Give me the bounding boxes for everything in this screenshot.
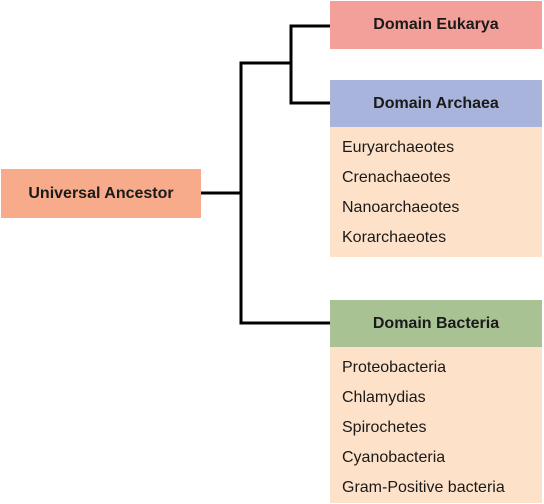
- list-item: Korarchaeotes: [342, 229, 447, 246]
- archaea-member-list: Euryarchaeotes Crenachaeotes Nanoarchaeo…: [330, 127, 542, 257]
- domain-archaea-header: Domain Archaea: [330, 80, 542, 127]
- domain-eukarya-header: Domain Eukarya: [330, 1, 542, 49]
- list-item: Nanoarchaeotes: [342, 199, 460, 216]
- list-item: Crenachaeotes: [342, 169, 451, 186]
- list-item: Proteobacteria: [342, 359, 447, 376]
- list-item: Gram-Positive bacteria: [342, 479, 505, 496]
- list-item: Euryarchaeotes: [342, 139, 455, 156]
- list-item: Chlamydias: [342, 389, 426, 406]
- universal-ancestor-node: Universal Ancestor: [1, 169, 201, 218]
- list-item: Spirochetes: [342, 419, 427, 436]
- bacteria-member-list: Proteobacteria Chlamydias Spirochetes Cy…: [330, 347, 542, 503]
- universal-ancestor-label: Universal Ancestor: [28, 184, 174, 202]
- domain-bacteria-label: Domain Bacteria: [372, 314, 500, 332]
- domain-eukarya-label: Domain Eukarya: [373, 16, 499, 33]
- domain-archaea-label: Domain Archaea: [373, 94, 499, 112]
- domain-bacteria-header: Domain Bacteria: [330, 300, 542, 347]
- list-item: Cyanobacteria: [342, 449, 446, 466]
